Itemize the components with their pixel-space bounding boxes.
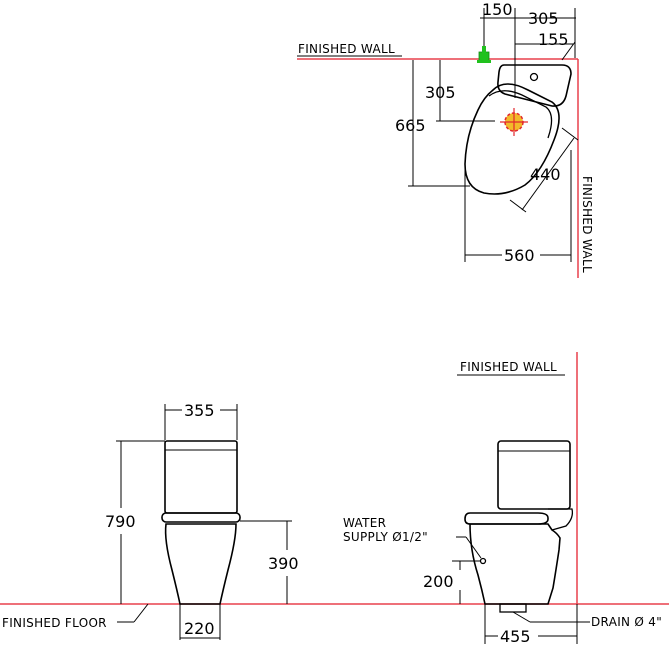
water-supply-label-1: WATER [343,516,386,530]
finished-wall-label-elevation: FINISHED WALL [460,360,557,374]
center-mark [500,108,528,136]
water-valve-icon [477,46,491,63]
dim-390-front: 390 [268,554,299,573]
plan-view: FINISHED WALL FINISHED WALL 150 305 155 … [297,0,594,278]
bowl-plan-outline [464,83,560,195]
front-view: FINISHED FLOOR 355 790 390 220 [0,401,669,640]
dim-665-plan: 665 [395,116,426,135]
tap-hole [529,72,539,82]
bowl-side [469,523,561,605]
finished-wall-label-side: FINISHED WALL [580,176,594,273]
bowl-front [164,523,237,605]
seat-front [161,512,241,523]
dim-560-plan: 560 [504,246,535,265]
finished-floor-label: FINISHED FLOOR [2,616,107,630]
dim-455-side: 455 [500,627,531,646]
dim-305-plan-left: 305 [425,83,456,102]
water-supply-label-2: SUPPLY Ø1/2" [343,530,428,544]
dim-440-plan: 440 [530,165,561,184]
dim-220-front: 220 [184,619,215,638]
tank-plan-outline [497,64,572,107]
dim-790-front: 790 [105,512,136,531]
tank-front [164,440,238,514]
tank-side [497,440,571,510]
drain-outlet [499,603,527,613]
dim-line-440 [521,137,575,211]
side-view: FINISHED WALL WATER SUPPLY Ø1/2" 200 455 [343,352,662,646]
water-supply-point [479,557,487,565]
dim-355-front: 355 [184,401,215,420]
dim-200-side: 200 [423,572,454,591]
drain-label: DRAIN Ø 4" [591,615,662,629]
seat-side [464,512,549,525]
finished-wall-label-top: FINISHED WALL [298,42,395,56]
dim-150-plan: 150 [482,0,513,19]
dim-305-plan-top: 305 [528,9,559,28]
dim-155-plan: 155 [538,30,569,49]
